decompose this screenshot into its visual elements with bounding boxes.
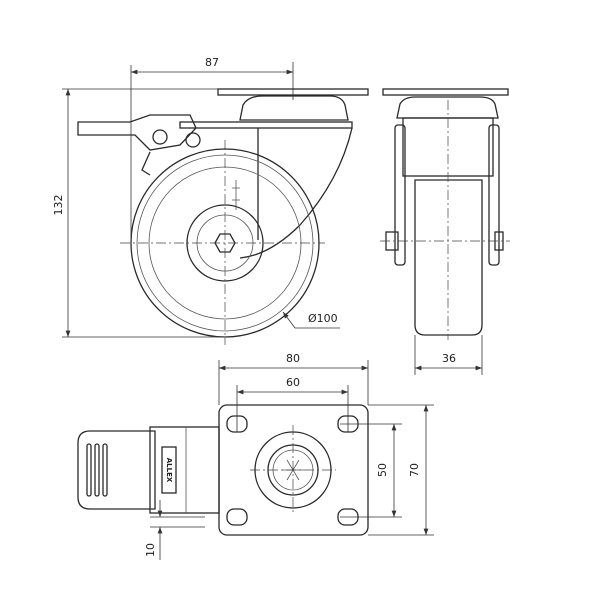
fork-leg: [239, 127, 353, 259]
mounting-hole: [226, 508, 248, 526]
brake-housing: [149, 426, 220, 514]
fork-top: [179, 121, 353, 129]
grip-rib: [86, 443, 92, 497]
grip-rib: [102, 443, 108, 497]
dim-50-label: 50: [376, 463, 389, 477]
dim-60-label: 60: [286, 376, 300, 389]
brake-hook: [141, 151, 151, 176]
fork-leg-left: [394, 124, 406, 266]
brake-pedal: [77, 114, 197, 151]
mounting-plate-side: [382, 88, 509, 96]
pivot-pin: [152, 129, 168, 145]
swivel-race-side: [396, 96, 499, 119]
brand-label: ALLEX: [165, 458, 173, 483]
grip-rib: [94, 443, 100, 497]
dim-diameter-label: Ø100: [308, 312, 338, 325]
dim-36-label: 36: [442, 352, 456, 365]
dim-132-label: 132: [52, 195, 65, 216]
dim-87-label: 87: [205, 56, 219, 69]
brake-pedal-top: [77, 430, 156, 510]
dim-70-label: 70: [408, 463, 421, 477]
front-view: 87 132 Ø100: [52, 56, 369, 345]
swivel-race: [239, 95, 349, 121]
bottom-view: ALLEX 80 60 50 70 10: [77, 352, 434, 560]
fork-leg-right: [488, 124, 500, 266]
brand-label-box: [161, 446, 177, 494]
leader-line: [282, 311, 340, 329]
lock-symbol-icon: [232, 180, 240, 210]
dim-80-label: 80: [286, 352, 300, 365]
side-view: 36: [380, 88, 510, 375]
wheel-side: [414, 179, 483, 336]
pivot-pin: [185, 132, 201, 148]
dim-10-label: 10: [144, 543, 157, 557]
